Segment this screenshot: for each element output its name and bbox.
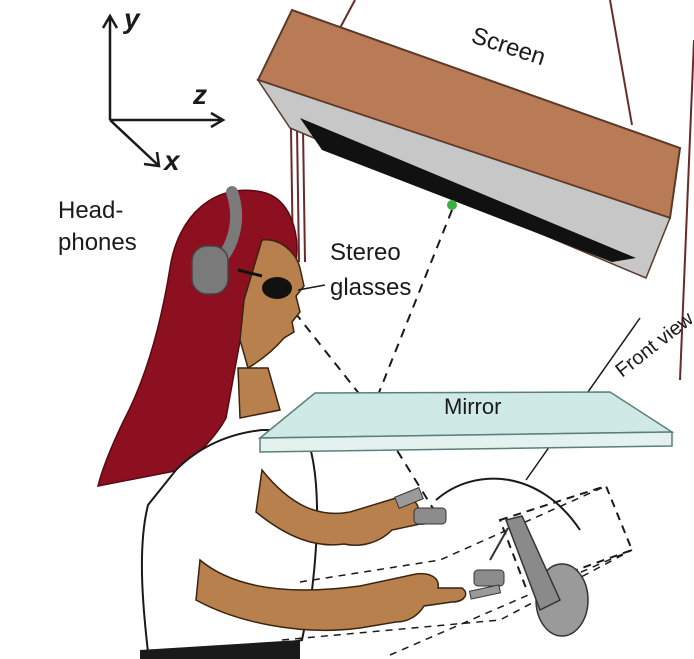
lower-body <box>140 640 300 659</box>
target-dot <box>447 200 457 210</box>
mirror <box>257 391 675 453</box>
screen-display <box>300 118 636 262</box>
x-axis-label: x <box>162 145 181 176</box>
screen <box>256 8 682 279</box>
finger-device-upper <box>394 486 447 525</box>
device-arm <box>505 515 561 612</box>
z-axis-arrowhead <box>210 111 226 129</box>
lower-arm <box>195 558 467 631</box>
headphones <box>191 186 243 295</box>
mirror-edge <box>259 431 673 453</box>
glasses-lens <box>262 277 292 299</box>
mirror-label: Mirror <box>444 394 501 419</box>
stereo-glasses-label-line1: Stereo <box>330 239 401 266</box>
z-axis-label: z <box>192 79 207 110</box>
screen-bezel <box>256 78 671 279</box>
neck <box>237 367 281 419</box>
haptic-device <box>489 515 589 637</box>
stereo-glasses <box>237 268 292 299</box>
motion-arc <box>435 477 581 531</box>
coordinate-axes <box>101 13 226 168</box>
y-axis-label: y <box>122 3 141 34</box>
face <box>239 239 305 370</box>
x-axis <box>109 119 159 166</box>
finger-device-lower <box>468 569 505 600</box>
headphones-label-line1: Head- <box>58 197 123 224</box>
screen-label: Screen <box>468 22 549 71</box>
headphones-label-line2: phones <box>58 229 137 256</box>
headphones-earcup <box>191 245 229 295</box>
stereo-glasses-label-line2: glasses <box>330 274 411 301</box>
y-axis-arrowhead <box>101 13 119 29</box>
x-axis-arrowhead <box>143 151 161 168</box>
workspace-region <box>281 477 634 656</box>
